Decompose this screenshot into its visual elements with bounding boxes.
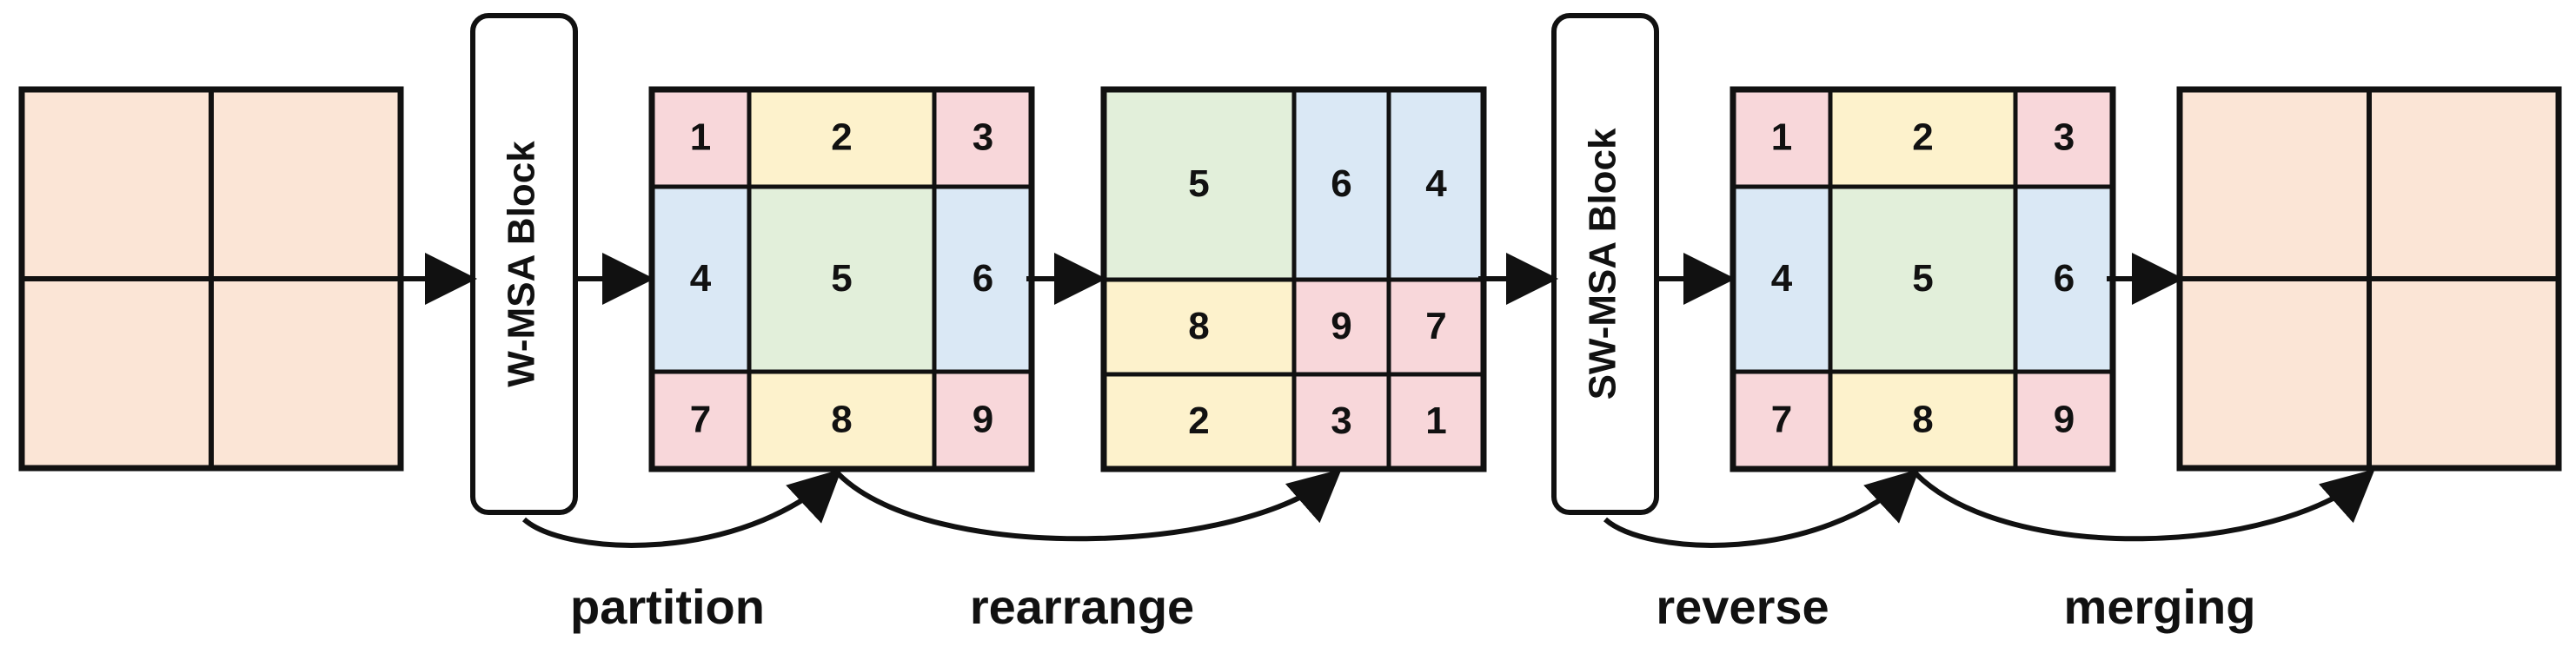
- partition-window-label-9: 9: [973, 399, 993, 441]
- sw-msa-block: SW-MSA Block: [1551, 13, 1659, 515]
- input-feature-map: [18, 86, 404, 472]
- curve-partition: [522, 468, 842, 548]
- rearrange-window-label-5: 5: [1188, 162, 1209, 205]
- reverse-window-2: [1828, 87, 2018, 189]
- w-msa-block-label: W-MSA Block: [501, 141, 543, 387]
- partition-window-label-7: 7: [690, 399, 711, 441]
- partition-window-label-2: 2: [831, 116, 852, 159]
- rearrange-window-8: [1101, 277, 1297, 377]
- partition-window-label-6: 6: [973, 257, 993, 300]
- rearrange-window-4: [1386, 87, 1486, 282]
- rearrange-window-7: [1386, 277, 1486, 377]
- label-rearrange: rearrange: [970, 579, 1194, 634]
- rearrange-window-label-1: 1: [1425, 399, 1446, 442]
- partition-window-label-3: 3: [973, 116, 993, 159]
- reverse-window-label-3: 3: [2054, 116, 2075, 159]
- operation-labels: partition rearrange reverse merging: [570, 579, 2255, 634]
- partition-window-label-5: 5: [831, 257, 852, 300]
- rearranged-grid: 5 6 4 8 9 7 2 3 1: [1100, 86, 1487, 472]
- reverse-window-label-6: 6: [2054, 257, 2075, 300]
- output-feature-map: [2176, 86, 2562, 472]
- reverse-window-9: [2013, 369, 2115, 472]
- label-merging: merging: [2064, 579, 2256, 634]
- partition-grid: 1 2 3 4 5 6 7 8 9: [648, 86, 1035, 472]
- partition-window-6: [932, 184, 1034, 374]
- rearrange-window-label-6: 6: [1331, 162, 1351, 205]
- rearrange-window-label-3: 3: [1331, 399, 1351, 442]
- partition-window-8: [747, 369, 937, 472]
- reverse-window-label-2: 2: [1912, 116, 1933, 159]
- rearrange-window-label-2: 2: [1188, 399, 1209, 442]
- reverse-window-3: [2013, 87, 2115, 189]
- reverse-window-label-9: 9: [2054, 399, 2075, 441]
- label-reverse: reverse: [1656, 579, 1829, 634]
- reverse-grid: 1 2 3 4 5 6 7 8 9: [1730, 86, 2116, 472]
- rearrange-window-label-8: 8: [1188, 305, 1209, 347]
- partition-window-label-8: 8: [831, 399, 852, 441]
- rearrange-window-label-4: 4: [1425, 162, 1447, 205]
- rearrange-window-label-7: 7: [1425, 305, 1446, 347]
- label-partition: partition: [570, 579, 765, 634]
- reverse-window-label-8: 8: [1912, 399, 1933, 441]
- reverse-window-label-4: 4: [1771, 257, 1793, 300]
- reverse-window-label-1: 1: [1771, 116, 1792, 159]
- reverse-window-label-7: 7: [1771, 399, 1792, 441]
- sw-msa-block-label: SW-MSA Block: [1582, 128, 1624, 399]
- reverse-window-6: [2013, 184, 2115, 374]
- rearrange-window-1: [1386, 372, 1486, 472]
- reverse-window-5: [1828, 184, 2018, 374]
- partition-window-4: [649, 184, 752, 374]
- operation-curves: [522, 468, 2375, 548]
- reverse-window-label-5: 5: [1912, 257, 1933, 300]
- partition-window-label-4: 4: [690, 257, 712, 300]
- rearrange-window-label-9: 9: [1331, 305, 1351, 347]
- rearrange-window-5: [1101, 87, 1297, 282]
- curve-reverse: [1603, 468, 1920, 548]
- curve-merging: [1914, 469, 2375, 542]
- curve-rearrange: [836, 469, 1342, 542]
- w-msa-block: W-MSA Block: [470, 13, 578, 515]
- partition-window-label-1: 1: [690, 116, 711, 159]
